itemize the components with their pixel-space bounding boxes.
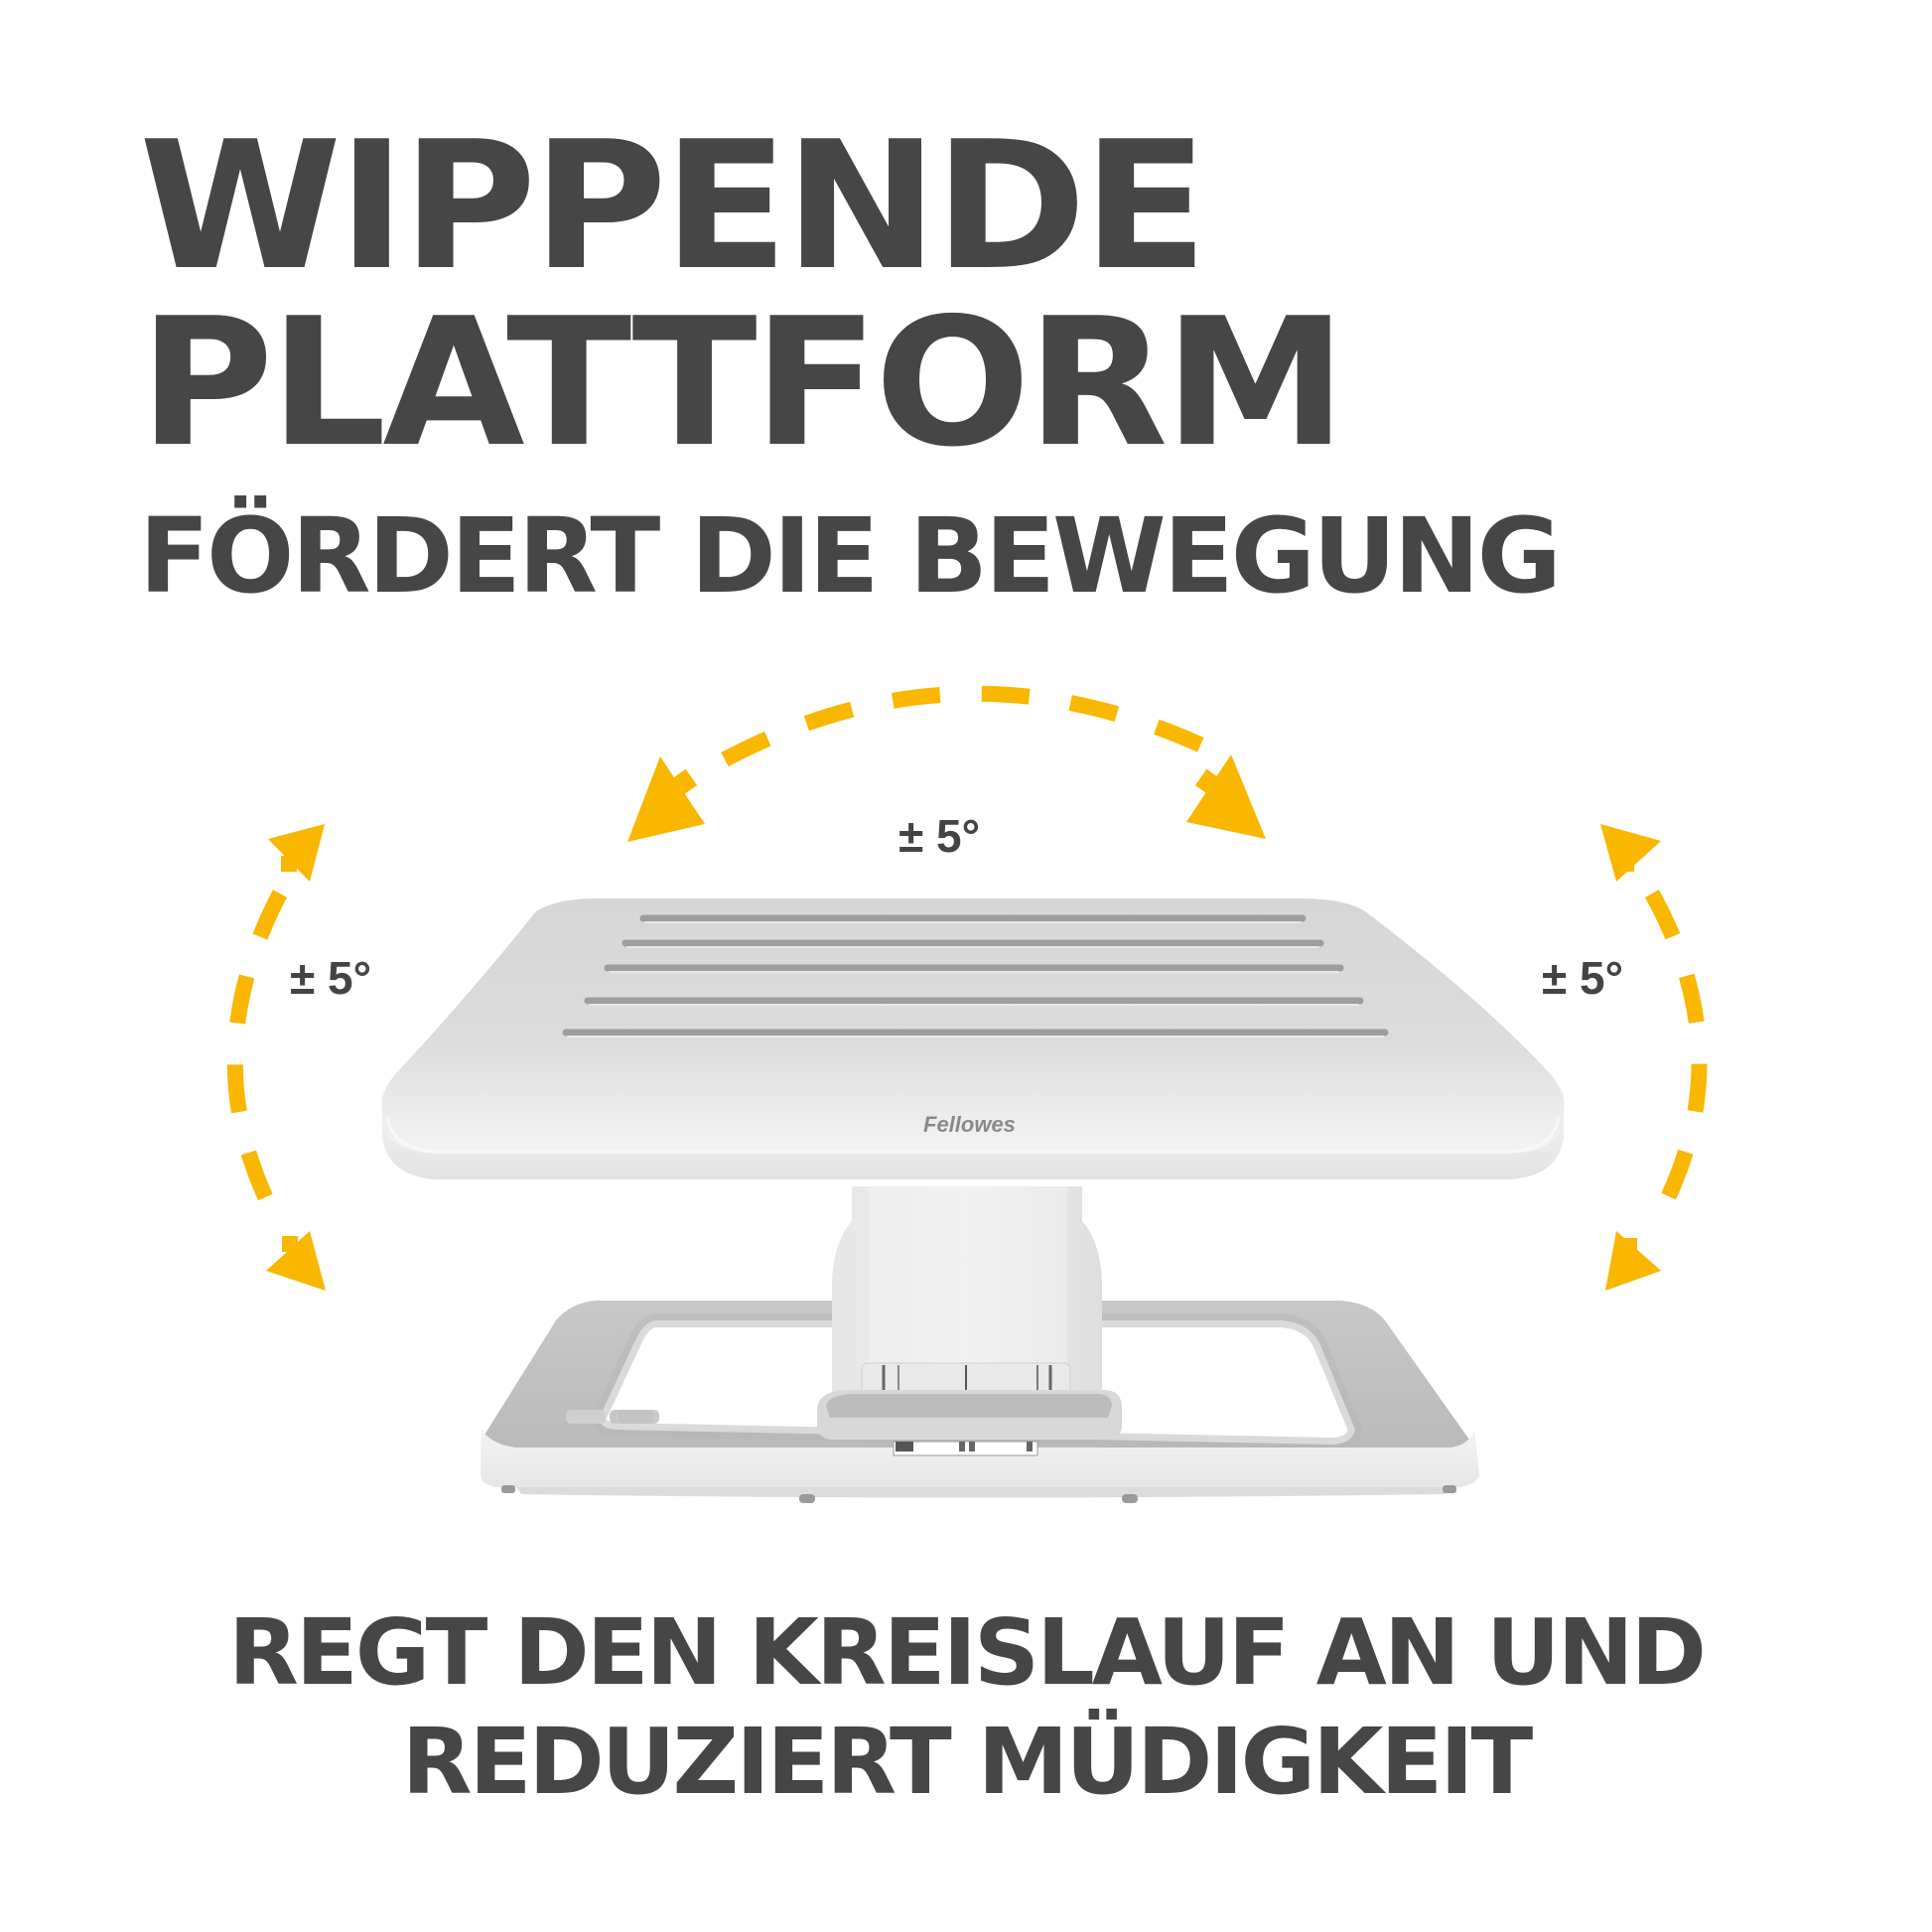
right-tilt-arrow xyxy=(1600,824,1708,1291)
footer-line-2: REDUZIERT MÜDIGKEIT xyxy=(401,1709,1534,1815)
base xyxy=(481,1301,1479,1503)
left-tilt-arrow xyxy=(226,824,326,1291)
platform: Fellowes xyxy=(381,898,1565,1179)
footer-line-1: REGT DEN KREISLAUF AN UND xyxy=(228,1599,1707,1706)
angle-label-top: ± 5° xyxy=(898,810,981,862)
headline-line-1: WIPPENDE xyxy=(139,103,1208,309)
headline-subtitle: FÖRDERT DIE BEWEGUNG xyxy=(139,495,1562,617)
platform-slots xyxy=(562,914,1389,1036)
headline-line-2: PLATTFORM xyxy=(139,280,1347,485)
brand-logo: Fellowes xyxy=(923,1112,1016,1137)
angle-label-left: ± 5° xyxy=(290,952,372,1004)
angle-label-right: ± 5° xyxy=(1542,952,1624,1004)
pillar xyxy=(817,1186,1122,1456)
